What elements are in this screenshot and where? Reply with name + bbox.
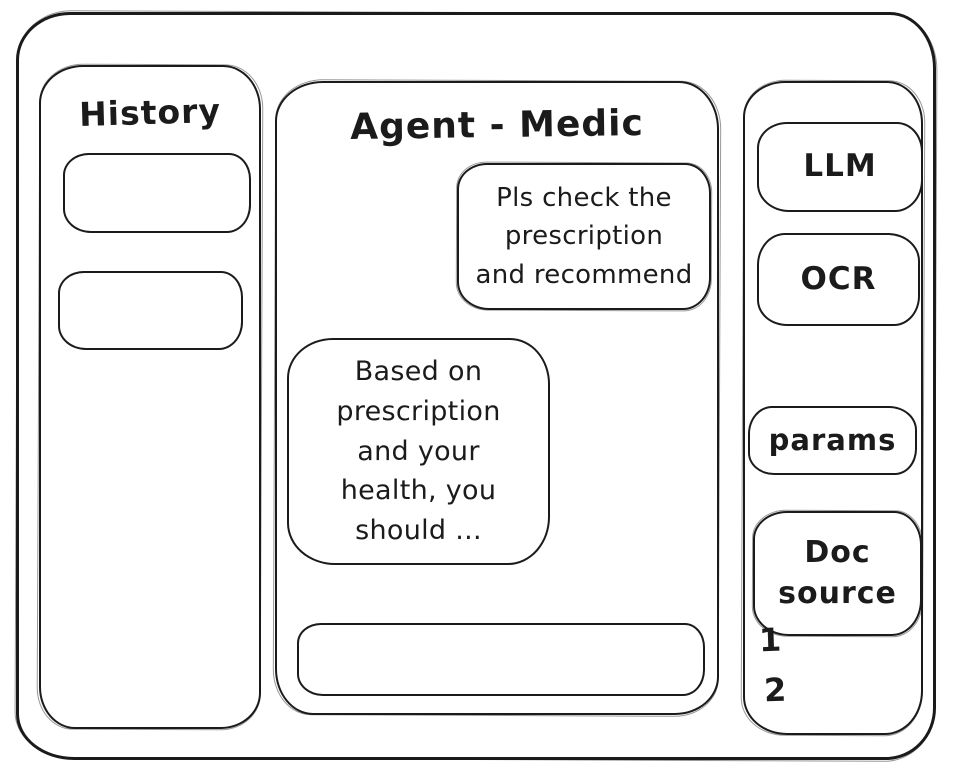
doc-source-note-2: 2	[763, 670, 787, 710]
chat-panel: Agent - Medic Pls check the prescription…	[275, 81, 719, 715]
history-item[interactable]	[58, 271, 243, 350]
message-input[interactable]	[297, 623, 705, 696]
doc-source-button[interactable]: Doc source	[753, 511, 922, 636]
ocr-button[interactable]: OCR	[757, 233, 920, 326]
app-frame: History Agent - Medic Pls check the pres…	[16, 12, 936, 760]
doc-source-note-1: 1	[758, 620, 782, 660]
history-item[interactable]	[63, 153, 251, 233]
params-button[interactable]: params	[748, 406, 917, 475]
tools-panel: LLM OCR params Doc source 1 2	[743, 81, 923, 735]
history-title: History	[78, 91, 222, 134]
user-message-bubble: Pls check the prescription and recommend	[457, 163, 711, 310]
chat-title: Agent - Medic	[349, 102, 645, 149]
llm-button[interactable]: LLM	[757, 122, 923, 212]
history-panel: History	[39, 65, 261, 729]
assistant-message-bubble: Based on prescription and your health, y…	[287, 338, 550, 565]
